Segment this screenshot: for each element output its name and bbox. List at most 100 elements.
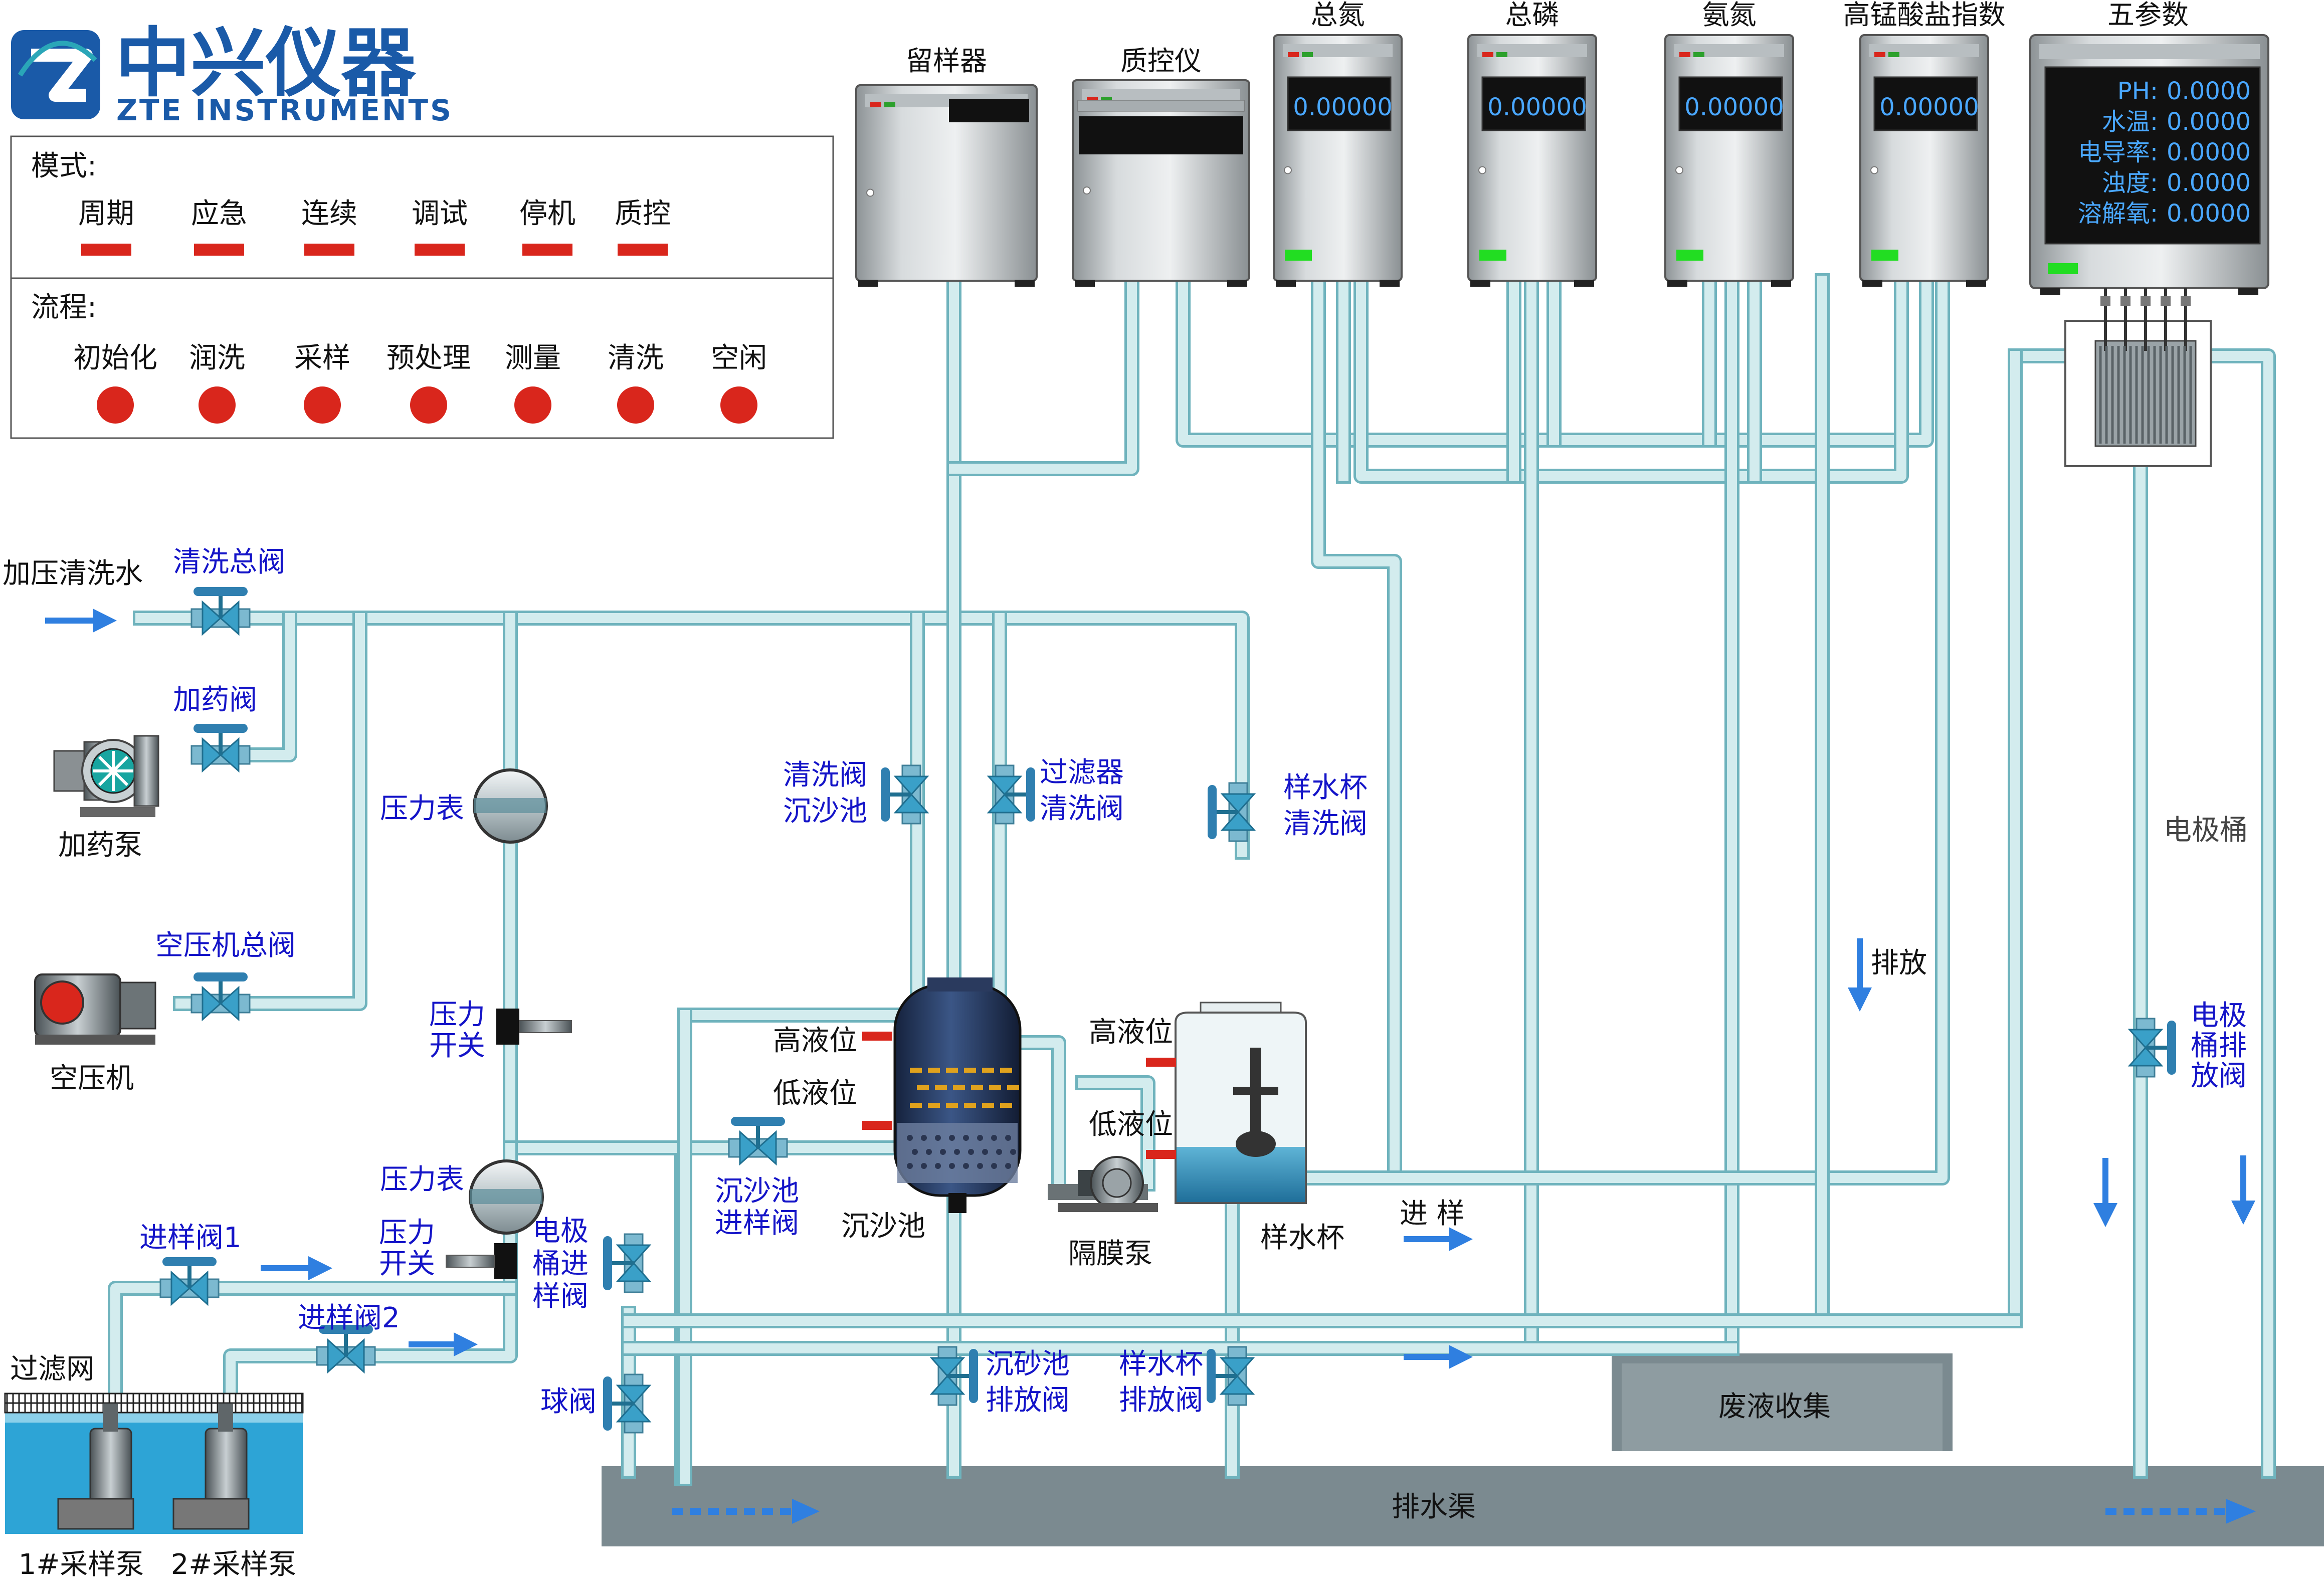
instrument-label: 氨氮 xyxy=(1702,0,1757,31)
reading-name: PH: xyxy=(2117,77,2158,105)
mode-label: 应急 xyxy=(191,197,247,230)
status-led xyxy=(1479,250,1506,261)
mode-status-bar xyxy=(194,244,244,256)
pressure-gauge-lower xyxy=(469,1159,544,1235)
flow-indicator: 润洗 xyxy=(189,342,245,424)
cup-wash-valve-label: 清洗阀 xyxy=(1283,808,1368,840)
ball-valve[interactable] xyxy=(603,1373,652,1434)
mode-status-bar xyxy=(304,244,354,256)
inflow-label: 进 样 xyxy=(1400,1198,1465,1230)
instrument-reading: 0.00000 xyxy=(1293,93,1393,121)
air-compressor xyxy=(34,973,156,1045)
cup-drain-valve[interactable] xyxy=(1207,1346,1255,1406)
instrument-label: 质控仪 xyxy=(1120,45,1202,77)
cup-wash-valve[interactable] xyxy=(1208,782,1256,842)
pipe-network xyxy=(108,273,2276,1486)
status-led xyxy=(1285,250,1312,261)
electrode-drain-valve-label: 桶排 xyxy=(2191,1030,2247,1062)
mode-label: 连续 xyxy=(301,197,357,230)
valves xyxy=(159,587,2176,1434)
wash-main-valve[interactable] xyxy=(190,587,251,636)
flow-title: 流程: xyxy=(31,291,97,324)
flow-status-dot xyxy=(617,386,654,424)
sample-cup-label: 样水杯 xyxy=(1260,1222,1344,1254)
flow-indicators: 初始化润洗采样预处理测量清洗空闲 xyxy=(73,342,767,424)
instrument-reading: 0.00000 xyxy=(1684,93,1784,121)
flow-arrows xyxy=(45,609,2255,1369)
flow-indicator: 采样 xyxy=(294,342,350,424)
tn-analyzer: 总氮0.00000 xyxy=(1273,0,1403,287)
cup-drain-valve-label: 样水杯 xyxy=(1119,1348,1203,1380)
mode-label: 停机 xyxy=(519,197,575,230)
settling-inlet-valve-label: 沉沙池 xyxy=(715,1175,799,1208)
mode-indicator: 周期 xyxy=(78,197,134,256)
dosing-valve[interactable] xyxy=(190,724,251,773)
reading-name: 溶解氧: xyxy=(2078,200,2158,228)
filter-net-label: 过滤网 xyxy=(10,1353,94,1385)
filter-net xyxy=(4,1393,304,1414)
settling-drain-valve-label: 排放阀 xyxy=(986,1384,1070,1417)
flow-label: 预处理 xyxy=(386,342,471,374)
instrument-label: 留样器 xyxy=(906,45,987,77)
air-compressor-label: 空压机 xyxy=(50,1062,134,1095)
instrument-reading: 0.00000 xyxy=(1879,93,1979,121)
diagram-labels: 加压清洗水清洗总阀加药阀加药泵空压机总阀空压机压力表压力开关压力表压力开关电极桶… xyxy=(3,546,2248,1581)
flow-label: 初始化 xyxy=(73,342,157,374)
diaphragm-pump xyxy=(1048,1156,1158,1212)
status-led xyxy=(1676,250,1703,261)
electrode-inlet-valve-label: 桶进 xyxy=(532,1248,589,1280)
reading-value: 0.0000 xyxy=(2167,138,2251,166)
wash-main-valve-label: 清洗总阀 xyxy=(173,546,285,578)
electrode-bucket xyxy=(2064,288,2212,467)
filter-wash-valve[interactable] xyxy=(987,764,1035,825)
dosing-pump-label: 加药泵 xyxy=(58,829,142,862)
high-level-label: 高液位 xyxy=(773,1025,857,1057)
sampling-well xyxy=(4,1393,304,1534)
sampler-analyzer: 留样器 xyxy=(855,45,1038,287)
instrument-row: 留样器质控仪总氮0.00000总磷0.00000氨氮0.00000高锰酸盐指数0… xyxy=(855,0,2006,287)
electrode-inlet-valve-label: 电极 xyxy=(532,1215,589,1248)
low-level-sensor xyxy=(862,1121,892,1130)
cup-wash-valve-label: 样水杯 xyxy=(1283,771,1368,804)
instrument-label: 高锰酸盐指数 xyxy=(1843,0,2006,31)
cup-drain-valve-label: 排放阀 xyxy=(1119,1384,1203,1417)
mode-status-bar xyxy=(81,244,131,256)
flow-status-dot xyxy=(410,386,447,424)
cup-high-level-sensor xyxy=(1146,1058,1176,1067)
pressure-gauge-upper xyxy=(473,768,548,844)
settling-drain-valve[interactable] xyxy=(929,1346,978,1406)
status-led xyxy=(2048,263,2078,274)
inlet-valve-1[interactable] xyxy=(159,1257,220,1306)
nh3-analyzer: 氨氮 0.00000 xyxy=(1664,0,1794,287)
pump2-label: 2#采样泵 xyxy=(171,1548,297,1581)
reading-value: 0.0000 xyxy=(2167,169,2251,197)
electrode-inlet-valve[interactable] xyxy=(603,1233,652,1293)
filter-wash-valve-label: 过滤器 xyxy=(1040,756,1124,789)
settling-inlet-valve[interactable] xyxy=(728,1117,788,1166)
flow-indicator: 测量 xyxy=(505,342,561,424)
inlet-valve-2[interactable] xyxy=(316,1325,376,1374)
pump1-label: 1#采样泵 xyxy=(19,1548,144,1581)
drain-channel xyxy=(602,1466,2324,1546)
inlet-valve-2-label: 进样阀2 xyxy=(298,1302,400,1334)
reading-name: 水温: xyxy=(2102,108,2158,136)
pressurized-water-label: 加压清洗水 xyxy=(3,557,143,590)
drain-channel-label: 排水渠 xyxy=(1392,1491,1476,1523)
dosing-pump xyxy=(53,735,159,817)
mode-status-bar xyxy=(522,244,572,256)
electrode-drain-valve[interactable] xyxy=(2127,1018,2176,1078)
flow-label: 清洗 xyxy=(608,342,664,374)
electrode-drain-valve-label: 放阀 xyxy=(2191,1060,2247,1092)
reading-value: 0.0000 xyxy=(2167,200,2251,228)
wash-valve-settling-label: 沉沙池 xyxy=(783,795,867,828)
settling-tank-label: 沉沙池 xyxy=(841,1210,925,1243)
drain-flow-arrow-left xyxy=(672,1499,820,1524)
cup-high-level-label: 高液位 xyxy=(1089,1016,1173,1049)
air-main-valve-label: 空压机总阀 xyxy=(155,929,296,962)
electrode-inlet-valve-label: 样阀 xyxy=(532,1280,589,1313)
drain-flow-arrow-right xyxy=(2105,1499,2256,1524)
flow-status-dot xyxy=(514,386,551,424)
air-main-valve[interactable] xyxy=(190,972,251,1022)
settling-wash-valve[interactable] xyxy=(881,764,929,825)
